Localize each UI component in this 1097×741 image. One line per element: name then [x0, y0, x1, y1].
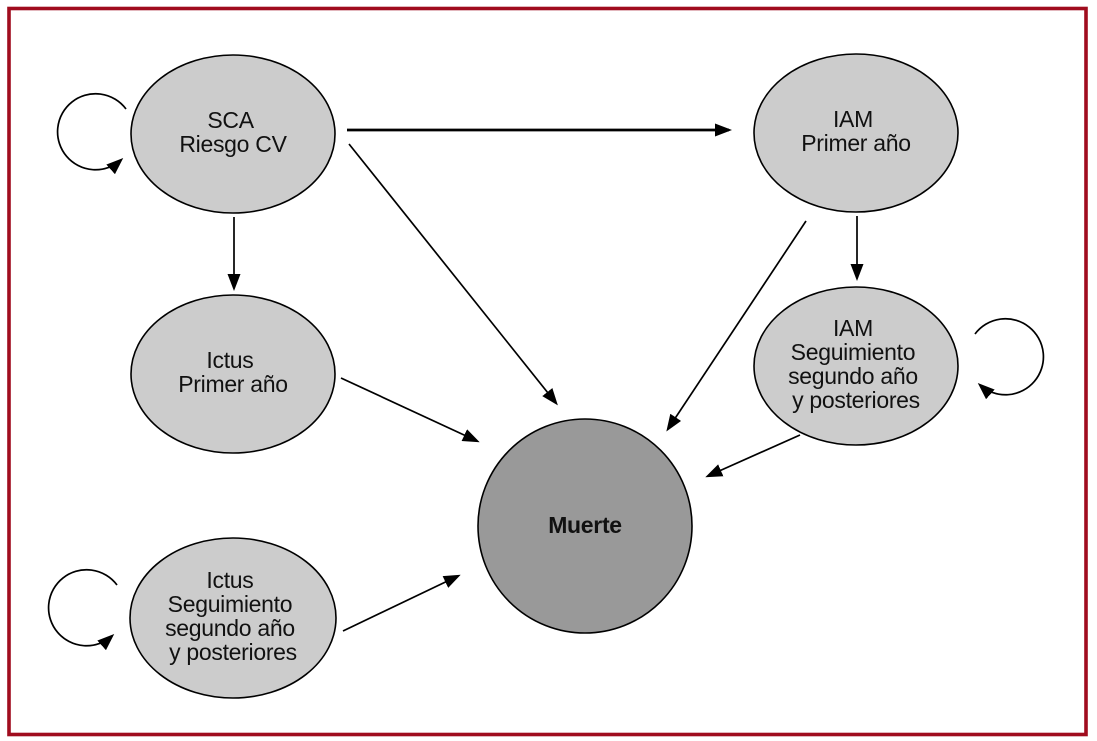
state-iam-year1-label: IAM Primer año: [801, 106, 911, 156]
self-loop-iam-followup-arrow: [974, 317, 1045, 400]
self-loop-sca-arrow: [56, 92, 127, 175]
edge-ictus-followup-to-death-arrow: [342, 574, 461, 632]
edge-ictus-to-death-arrow: [340, 377, 480, 443]
state-ictus-year1-label: Ictus Primer año: [178, 347, 288, 397]
state-iam-year1-ellipse: [753, 53, 959, 213]
state-death: Muerte: [477, 418, 693, 634]
state-iam-followup: IAM Seguimiento segundo año y posteriore…: [753, 286, 959, 446]
state-sca-ellipse: [130, 54, 336, 214]
state-iam-year1: IAM Primer año: [753, 53, 959, 213]
state-sca: SCA Riesgo CV: [130, 54, 336, 214]
edge-sca-to-death-arrow: [348, 143, 558, 406]
state-death-label: Muerte: [548, 512, 622, 538]
edge-iam-followup-to-death-arrow: [705, 434, 801, 478]
state-death-circle: [477, 418, 693, 634]
state-ictus-followup-ellipse: [129, 537, 337, 699]
state-sca-label: SCA Riesgo CV: [179, 107, 287, 157]
state-ictus-year1-ellipse: [130, 294, 336, 454]
state-ictus-year1: Ictus Primer año: [130, 294, 336, 454]
figure-border: [7, 6, 1088, 737]
self-loop-ictus-followup-arrow: [47, 568, 118, 651]
edge-iam-to-death-arrow: [666, 220, 807, 432]
state-iam-followup-label: IAM Seguimiento segundo año y posteriore…: [788, 315, 924, 413]
state-ictus-followup: Ictus Seguimiento segundo año y posterio…: [129, 537, 337, 699]
transition-edges: [47, 92, 1045, 651]
state-iam-followup-ellipse: [753, 286, 959, 446]
state-ictus-followup-label: Ictus Seguimiento segundo año y posterio…: [165, 567, 301, 665]
